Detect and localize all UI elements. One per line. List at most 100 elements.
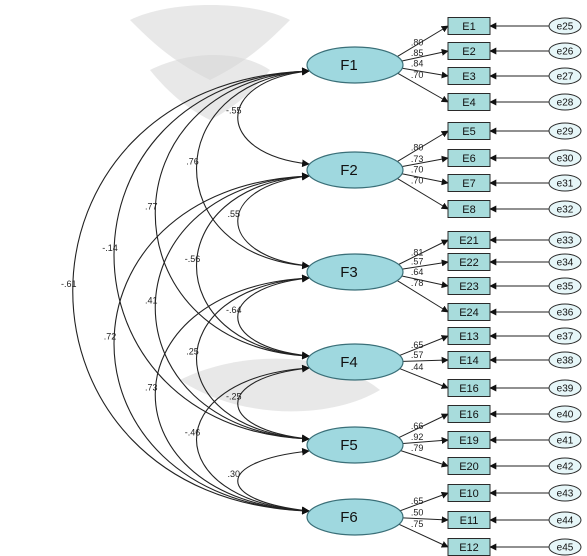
correlation-label: .30 — [227, 469, 240, 479]
error-term — [548, 277, 582, 295]
error-label: e28 — [557, 98, 574, 109]
factor-label: F6 — [340, 509, 358, 526]
indicator-box — [447, 431, 491, 449]
background-watermark — [130, 5, 380, 412]
error-term — [548, 122, 582, 140]
loading-label: .70 — [411, 176, 424, 186]
error-term — [548, 379, 582, 397]
loading-label: .80 — [411, 142, 424, 152]
correlation-label: -.14 — [102, 243, 118, 253]
correlation-label: .77 — [145, 202, 158, 212]
loading-label: .57 — [411, 257, 424, 267]
loading-path — [394, 66, 449, 79]
indicator-box — [447, 17, 491, 35]
indicator-label: E2 — [462, 46, 475, 58]
factor-f3 — [306, 253, 404, 291]
loading-label: .84 — [411, 59, 424, 69]
error-term — [548, 174, 582, 192]
indicator-label: E5 — [462, 126, 475, 138]
loading-path — [394, 239, 449, 267]
indicator-box — [447, 405, 491, 423]
indicator-label: E24 — [459, 307, 479, 319]
factor-f2 — [306, 151, 404, 189]
loading-label: .57 — [411, 350, 424, 360]
factor-label: F3 — [340, 264, 358, 281]
indicator-box — [447, 174, 491, 192]
indicator-box — [447, 93, 491, 111]
error-label: e37 — [557, 332, 574, 343]
error-label: e34 — [557, 258, 574, 269]
error-label: e41 — [557, 436, 574, 447]
error-term — [548, 200, 582, 218]
error-term — [548, 67, 582, 85]
covariance-curve — [113, 67, 310, 443]
loading-label: .64 — [411, 267, 424, 277]
indicator-label: E14 — [459, 355, 479, 367]
error-term — [548, 149, 582, 167]
loading-label: .44 — [411, 362, 424, 372]
error-label: e32 — [557, 205, 574, 216]
loading-label: .73 — [411, 154, 424, 164]
loading-label: .50 — [411, 507, 424, 517]
indicator-box — [447, 351, 491, 369]
error-label: e42 — [557, 462, 574, 473]
loading-path — [394, 176, 449, 210]
indicator-label: E16 — [459, 409, 479, 421]
indicator-box — [447, 379, 491, 397]
indicator-box — [447, 122, 491, 140]
loading-path — [394, 521, 449, 548]
indicator-box — [447, 327, 491, 345]
error-term — [548, 457, 582, 475]
covariance-curve — [237, 172, 310, 270]
correlation-label: -.46 — [185, 428, 201, 438]
loading-label: .65 — [411, 340, 424, 350]
loading-label: .70 — [411, 70, 424, 80]
indicator-label: E12 — [459, 542, 479, 554]
indicator-box — [447, 149, 491, 167]
loading-path — [394, 155, 449, 169]
factor-f5 — [306, 426, 404, 464]
error-term — [548, 17, 582, 35]
error-term — [548, 351, 582, 369]
factor-label: F4 — [340, 354, 358, 371]
covariance-curve — [195, 172, 310, 360]
factor-label: F5 — [340, 437, 358, 454]
indicator-label: E3 — [462, 71, 475, 83]
loading-path — [394, 413, 449, 440]
loading-label: .80 — [411, 37, 424, 47]
indicator-label: E20 — [459, 461, 479, 473]
covariance-curve — [154, 67, 310, 360]
loading-path — [394, 335, 449, 358]
correlation-label: -.55 — [226, 106, 242, 116]
covariance-curve — [196, 364, 310, 515]
correlation-label: .72 — [104, 332, 117, 342]
indicator-label: E16 — [459, 383, 479, 395]
error-term — [548, 405, 582, 423]
loading-label: .75 — [411, 519, 424, 529]
factor-f4 — [306, 343, 404, 381]
error-label: e35 — [557, 282, 574, 293]
loading-path — [394, 274, 449, 289]
correlation-label: .25 — [186, 347, 199, 357]
loading-path — [394, 516, 449, 524]
covariance-curve — [237, 274, 310, 360]
indicator-label: E21 — [459, 235, 479, 247]
indicator-box — [447, 42, 491, 60]
indicator-box — [447, 484, 491, 502]
covariance-curve — [195, 274, 310, 443]
correlation-label: .76 — [186, 157, 199, 167]
covariance-curve — [72, 67, 310, 515]
indicator-label: E22 — [459, 257, 479, 269]
error-label: e39 — [557, 384, 574, 395]
correlation-label: .73 — [145, 383, 158, 393]
loading-label: .81 — [411, 247, 424, 257]
error-label: e27 — [557, 72, 574, 83]
indicator-label: E11 — [460, 515, 479, 527]
correlation-label: .41 — [145, 296, 158, 306]
error-label: e26 — [557, 47, 574, 58]
covariance-curve — [237, 67, 310, 168]
loading-path — [394, 366, 449, 389]
loading-path — [394, 259, 449, 271]
loading-path — [394, 278, 449, 313]
error-term — [548, 431, 582, 449]
